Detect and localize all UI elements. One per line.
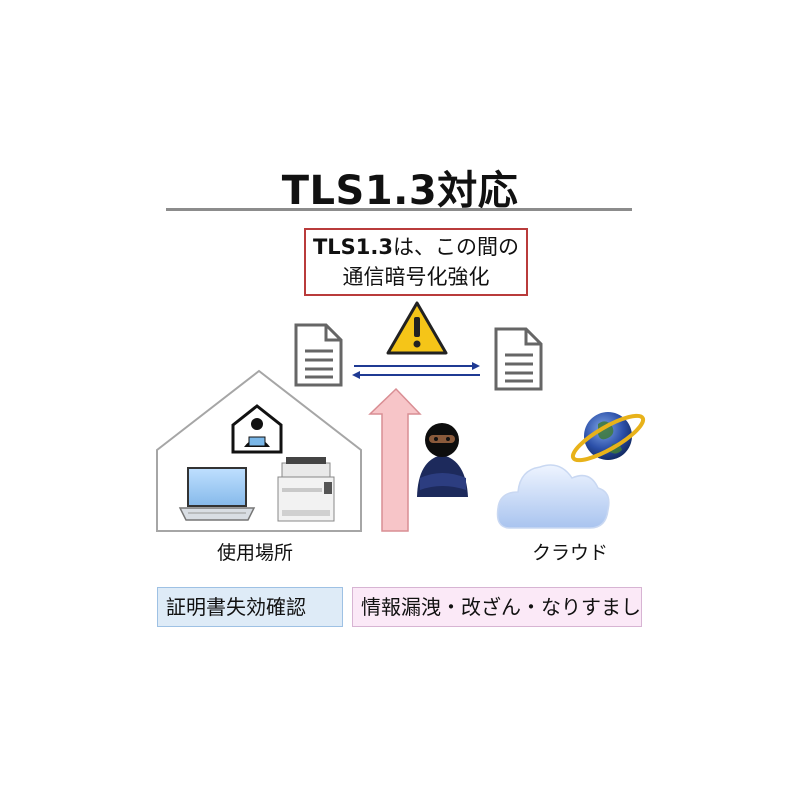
cloud-label: クラウド	[531, 542, 608, 564]
callout-line2-text: 通信暗号化強化	[342, 265, 490, 289]
certificate-revocation-tag: 証明書失効確認	[157, 587, 343, 627]
usage-location-label: 使用場所	[216, 542, 293, 564]
bidirectional-arrows	[352, 362, 480, 379]
title-divider	[166, 208, 632, 211]
tls-callout-box: TLS1.3は、この間の 通信暗号化強化	[304, 228, 528, 296]
attacker-icon	[417, 423, 468, 497]
house-outline	[156, 369, 362, 532]
document-icon	[294, 323, 343, 387]
printer-icon	[277, 457, 335, 522]
security-risks-tag: 情報漏洩・改ざん・なりすまし	[352, 587, 642, 627]
upward-arrow	[368, 387, 422, 532]
warning-icon	[386, 301, 448, 355]
callout-bold-text: TLS1.3	[312, 235, 394, 259]
user-icon	[231, 404, 283, 454]
document-icon	[494, 327, 543, 391]
globe-icon	[570, 412, 646, 463]
laptop-icon	[178, 467, 256, 521]
page-title: TLS1.3対応	[281, 168, 519, 214]
cloud-icon	[496, 464, 610, 529]
callout-line1-text: は、この間の	[393, 235, 520, 259]
